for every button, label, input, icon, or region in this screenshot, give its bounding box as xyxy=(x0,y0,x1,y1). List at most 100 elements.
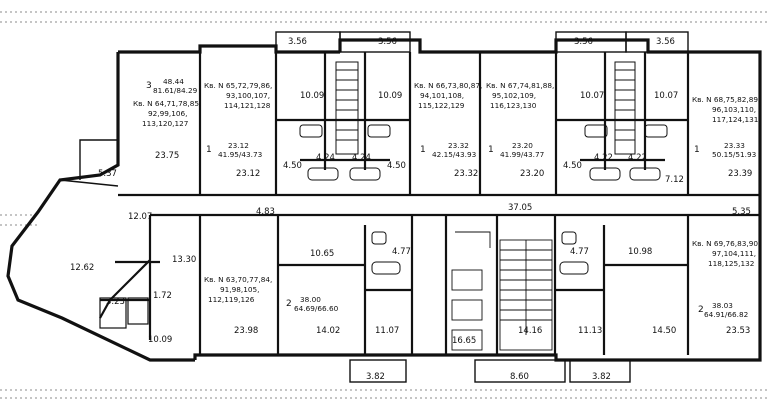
corner-walls xyxy=(99,215,160,340)
area-label: 4.22 xyxy=(594,153,613,163)
area-label: 23.12 xyxy=(236,169,260,179)
total-area: 41.99/43.77 xyxy=(500,150,545,159)
total-area: 50.15/51.93 xyxy=(712,150,757,159)
area-label: 10.65 xyxy=(310,249,334,259)
apartment-numbers: 92,99,106, xyxy=(148,109,187,118)
apartment-2b: Кв. N 69,76,83,90, 97,104,111, 118,125,1… xyxy=(692,239,760,319)
apartment-numbers: 94,101,108, xyxy=(420,91,464,100)
apartment-numbers: 112,119,126 xyxy=(208,295,255,304)
living-area: 23.12 xyxy=(228,141,249,150)
area-label: 23.53 xyxy=(726,326,750,336)
area-label: 4.50 xyxy=(563,161,582,171)
area-label: 4.24 xyxy=(352,153,371,163)
internal-walls-upper xyxy=(118,52,760,197)
outer-walls xyxy=(6,38,762,362)
apartment-numbers: 116,123,130 xyxy=(490,101,537,110)
area-label: 14.50 xyxy=(652,326,676,336)
room-count: 2 xyxy=(698,305,704,315)
total-area: 41.95/43.73 xyxy=(218,150,263,159)
area-label: 23.20 xyxy=(520,169,544,179)
area-label: 4.77 xyxy=(392,247,411,257)
room-count: 1 xyxy=(206,145,212,155)
area-label: 1.72 xyxy=(153,291,172,301)
apartment-numbers: 117,124,131 xyxy=(712,115,758,124)
apartment-1a: Кв. N 65,72,79,86, 93,100,107, 114,121,1… xyxy=(204,81,272,159)
area-label: 5.35 xyxy=(732,207,751,217)
apartment-numbers: Кв. N 65,72,79,86, xyxy=(204,81,272,90)
living-area: 23.32 xyxy=(448,141,469,150)
apartment-2a: Кв. N 63,70,77,84, 91,98,105, 112,119,12… xyxy=(204,275,339,313)
dimension-ticks xyxy=(0,11,768,399)
apartment-numbers: 91,98,105, xyxy=(220,285,259,294)
area-label: 10.09 xyxy=(300,91,324,101)
apartment-3: 3 48.44 81.61/84.29 Кв. N 64,71,78,85, 9… xyxy=(133,77,201,128)
area-label: 3.56 xyxy=(288,37,307,47)
area-label: 10.98 xyxy=(628,247,652,257)
apartment-numbers: Кв. N 66,73,80,87, xyxy=(414,81,482,90)
apartment-numbers: 97,104,111, xyxy=(712,249,756,258)
area-label: 4.83 xyxy=(256,207,275,217)
area-label: 3.23 xyxy=(106,297,125,307)
area-label: 4.22 xyxy=(628,153,647,163)
living-area: 23.33 xyxy=(724,141,745,150)
total-area: 64.69/66.60 xyxy=(294,304,339,313)
area-label: 23.32 xyxy=(454,169,478,179)
area-label: 3.56 xyxy=(656,37,675,47)
total-area: 42.15/43.93 xyxy=(432,150,477,159)
area-label: 16.65 xyxy=(452,336,476,346)
apartment-numbers: 115,122,129 xyxy=(418,101,465,110)
shafts xyxy=(335,61,636,155)
corridor-walls xyxy=(150,213,760,355)
area-label: 4.77 xyxy=(570,247,589,257)
apartment-numbers: 93,100,107, xyxy=(226,91,270,100)
room-count: 1 xyxy=(694,145,700,155)
total-area: 81.61/84.29 xyxy=(153,86,198,95)
area-label: 4.50 xyxy=(387,161,406,171)
area-label: 23.98 xyxy=(234,326,258,336)
room-areas: 3.56 3.56 3.56 3.56 23.75 23.12 10.09 10… xyxy=(70,37,752,382)
apartment-numbers: 113,120,127 xyxy=(142,119,189,128)
apartment-1c: Кв. N 67,74,81,88, 95,102,109, 116,123,1… xyxy=(486,81,554,159)
area-label: 10.09 xyxy=(378,91,402,101)
area-label: 12.07 xyxy=(128,212,152,222)
apartment-numbers: Кв. N 68,75,82,89, xyxy=(692,95,760,104)
bath-fixtures-lower xyxy=(371,231,589,275)
apartment-numbers: 118,125,132 xyxy=(708,259,754,268)
area-label: 3.56 xyxy=(378,37,397,47)
area-label: 13.30 xyxy=(172,255,196,265)
balconies-bottom xyxy=(349,359,631,383)
apartment-numbers: Кв. N 64,71,78,85, xyxy=(133,99,201,108)
area-label: 10.09 xyxy=(148,335,172,345)
room-count: 1 xyxy=(488,145,494,155)
area-label: 12.62 xyxy=(70,263,94,273)
apartment-numbers: 95,102,109, xyxy=(492,91,536,100)
total-area: 64.91/66.82 xyxy=(704,310,748,319)
area-label: 3.82 xyxy=(366,372,385,382)
area-label: 23.75 xyxy=(155,151,179,161)
area-label: 4.24 xyxy=(316,153,335,163)
apartment-numbers: Кв. N 63,70,77,84, xyxy=(204,275,272,284)
bath-fixtures-upper xyxy=(299,124,668,181)
balconies-top xyxy=(275,31,689,53)
room-count: 3 xyxy=(146,81,152,91)
living-area: 38.03 xyxy=(712,301,733,310)
living-area: 38.00 xyxy=(300,295,321,304)
apartment-numbers: 96,103,110, xyxy=(712,105,756,114)
living-area: 23.20 xyxy=(512,141,533,150)
room-count: 1 xyxy=(420,145,426,155)
left-loggia xyxy=(59,139,119,187)
area-label: 7.12 xyxy=(665,175,684,185)
living-area: 48.44 xyxy=(163,77,184,86)
area-label: 14.16 xyxy=(518,326,542,336)
area-label: 10.07 xyxy=(654,91,678,101)
area-label: 3.56 xyxy=(574,37,593,47)
area-label: 37.05 xyxy=(508,203,532,213)
apartment-1b: Кв. N 66,73,80,87, 94,101,108, 115,122,1… xyxy=(414,81,482,159)
area-label: 4.50 xyxy=(283,161,302,171)
area-label: 23.39 xyxy=(728,169,752,179)
apartment-numbers: Кв. N 67,74,81,88, xyxy=(486,81,554,90)
area-label: 5.37 xyxy=(98,169,117,179)
room-count: 2 xyxy=(286,299,292,309)
area-label: 10.07 xyxy=(580,91,604,101)
